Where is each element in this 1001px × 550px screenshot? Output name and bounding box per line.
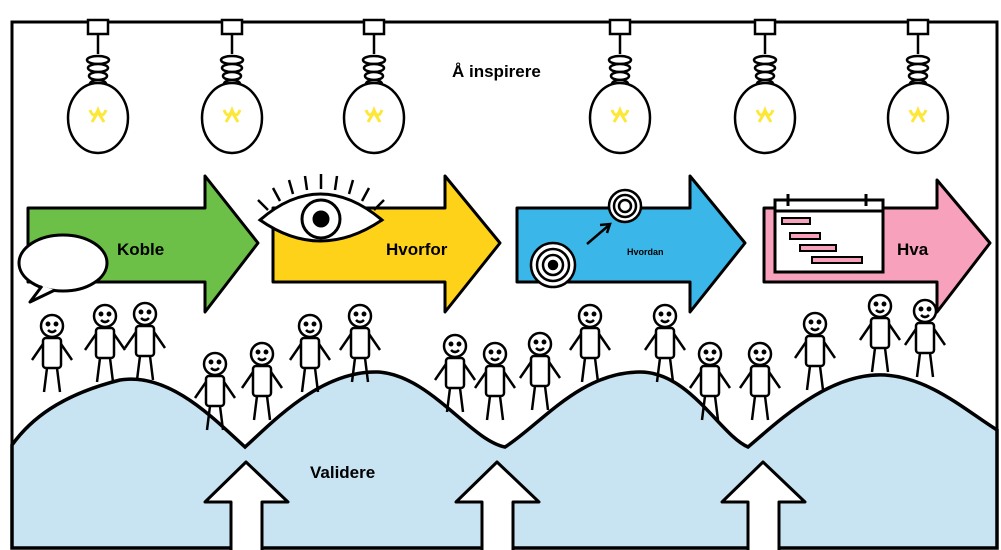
gantt-calendar-icon [773,194,885,274]
stick-figure-icon [123,301,167,381]
stick-figure-icon [688,341,732,421]
stick-figure-icon [903,298,947,378]
stick-figure-icon [473,341,517,421]
up-arrow-icon [720,460,807,550]
target-icon [529,188,643,289]
stick-figure-icon [338,303,382,383]
light-bulb-icon [733,18,797,155]
up-arrow-icon [454,460,541,550]
light-bulb-row [66,18,950,155]
foundation-label: Validere [310,463,376,482]
title-label: Å inspirere [452,62,541,81]
light-bulb-icon [66,18,130,155]
stick-figure-icon [240,341,284,421]
up-arrows [203,460,807,550]
stage-label-koble: Koble [117,240,165,259]
light-bulb-icon [588,18,652,155]
stick-figure-icon [858,293,902,373]
light-bulb-icon [886,18,950,155]
stage-label-hvordan: Hvordan [627,247,664,257]
stick-figure-icon [738,341,782,421]
stick-figure-icon [433,333,477,413]
stick-figure-icon [193,351,237,431]
stick-figure-icon [83,303,127,383]
stick-figure-icon [288,313,332,393]
light-bulb-icon [200,18,264,155]
people-group [30,293,947,431]
light-bulb-icon [342,18,406,155]
eye-icon [257,174,385,243]
speech-bubble-icon [17,233,109,304]
stick-figure-icon [30,313,74,393]
stick-figure-icon [793,311,837,391]
up-arrow-icon [203,460,290,550]
stick-figure-icon [568,303,612,383]
stage-label-hvorfor: Hvorfor [386,240,448,259]
frame [10,20,999,548]
stick-figure-icon [643,303,687,383]
stick-figure-icon [518,331,562,411]
stage-label-hva: Hva [897,240,929,259]
